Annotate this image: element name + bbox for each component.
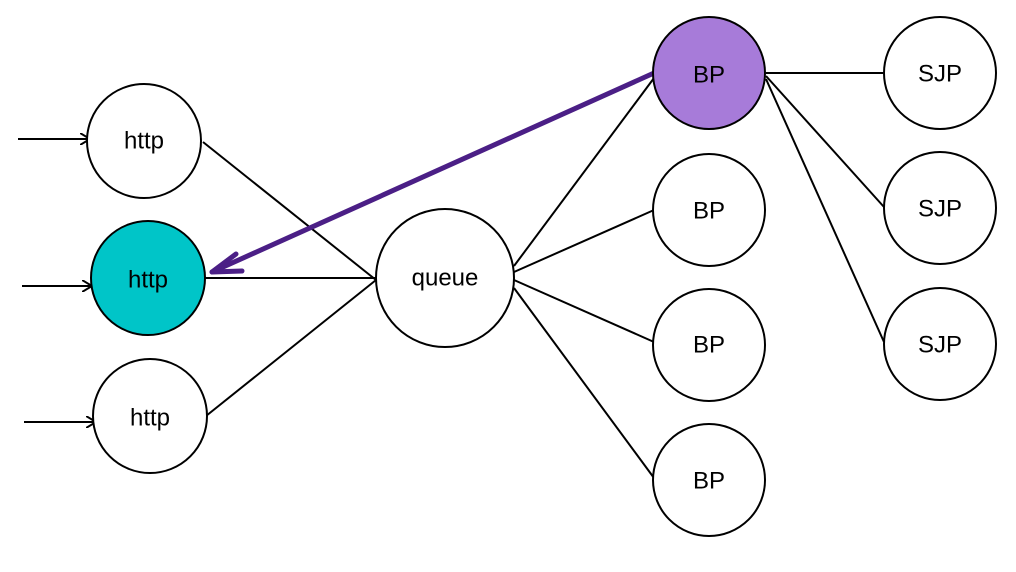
sjp-node-top-circle [883, 16, 997, 130]
bp-node-2-circle [652, 153, 766, 267]
bp-node-2: BP [652, 153, 766, 267]
bp-node-4-circle [652, 423, 766, 537]
sjp-node-bottom: SJP [883, 287, 997, 401]
edge-queue-bp-4 [513, 287, 655, 479]
sjp-node-middle-circle [883, 151, 997, 265]
http-node-middle-label: http [128, 267, 168, 294]
bp-node-top: BP [652, 16, 766, 130]
edge-queue-bp-3 [513, 279, 655, 343]
edge-http-top-queue [202, 141, 377, 281]
edge-queue-bp-2 [513, 209, 655, 273]
edge-bp-top-sjp-middle [765, 75, 885, 208]
edge-bp-top-sjp-bottom [765, 78, 885, 343]
http-node-top: http [86, 83, 202, 199]
bp-node-3-circle [652, 288, 766, 402]
bp-node-3-label: BP [693, 332, 725, 359]
http-node-bottom-label: http [130, 405, 170, 432]
bp-node-top-circle [652, 16, 766, 130]
http-node-bottom-circle [92, 358, 208, 474]
sjp-node-middle: SJP [883, 151, 997, 265]
sjp-node-middle-label: SJP [918, 196, 962, 223]
bp-node-4: BP [652, 423, 766, 537]
edge-http-bottom-queue [205, 279, 377, 417]
return-arrow [209, 70, 657, 275]
sjp-node-bottom-label: SJP [918, 332, 962, 359]
bp-node-top-label: BP [693, 62, 725, 89]
queue-node-circle [375, 208, 515, 348]
queue-node: queue [375, 208, 515, 348]
http-node-top-label: http [124, 128, 164, 155]
http-node-bottom: http [92, 358, 208, 474]
return-arrow-head [209, 251, 245, 275]
http-node-middle-circle [90, 220, 206, 336]
http-node-top-circle [86, 83, 202, 199]
queue-node-label: queue [412, 265, 479, 292]
sjp-node-top: SJP [883, 16, 997, 130]
bp-node-4-label: BP [693, 468, 725, 495]
http-node-middle: http [90, 220, 206, 336]
return-arrow-shaft [209, 70, 657, 275]
edge-queue-bp-top [513, 77, 655, 267]
sjp-node-bottom-circle [883, 287, 997, 401]
edges [18, 72, 885, 479]
bp-node-2-label: BP [693, 198, 725, 225]
bp-node-3: BP [652, 288, 766, 402]
sjp-node-top-label: SJP [918, 61, 962, 88]
